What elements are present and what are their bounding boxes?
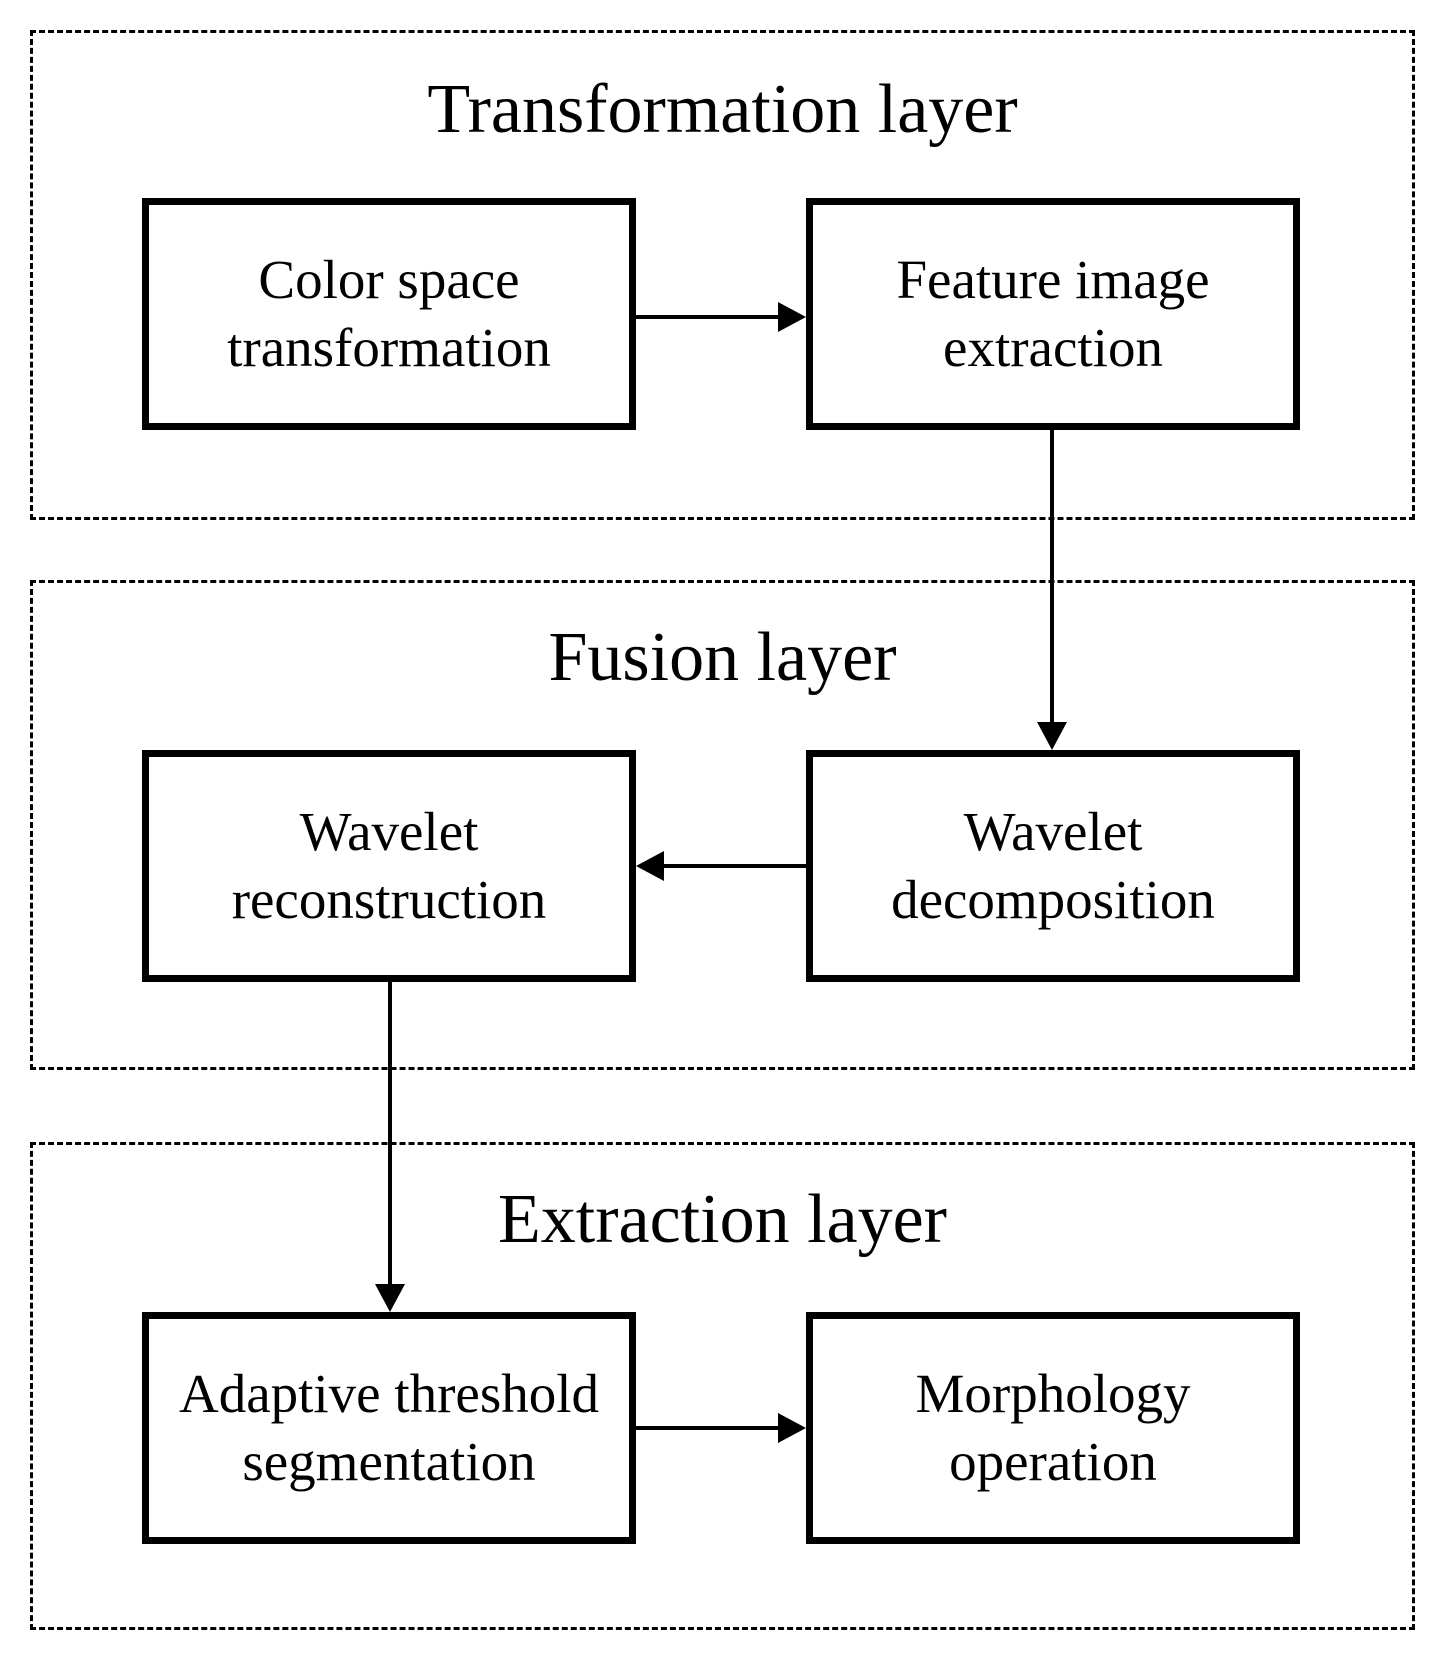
fusion-layer-group: Fusion layer — [30, 580, 1415, 1070]
extraction-layer-title: Extraction layer — [498, 1181, 947, 1258]
adaptive-threshold-segmentation-box: Adaptive threshold segmentation — [142, 1312, 636, 1544]
color-space-transformation-box: Color space transformation — [142, 198, 636, 430]
fusion-layer-title: Fusion layer — [548, 619, 897, 696]
extraction-layer-group: Extraction layer — [30, 1142, 1415, 1630]
wavelet-decomposition-box: Wavelet decomposition — [806, 750, 1300, 982]
transformation-layer-group: Transformation layer — [30, 30, 1415, 520]
transformation-layer-title: Transformation layer — [427, 71, 1018, 148]
wavelet-reconstruction-box: Wavelet reconstruction — [142, 750, 636, 982]
feature-image-extraction-box: Feature image extraction — [806, 198, 1300, 430]
morphology-operation-box: Morphology operation — [806, 1312, 1300, 1544]
